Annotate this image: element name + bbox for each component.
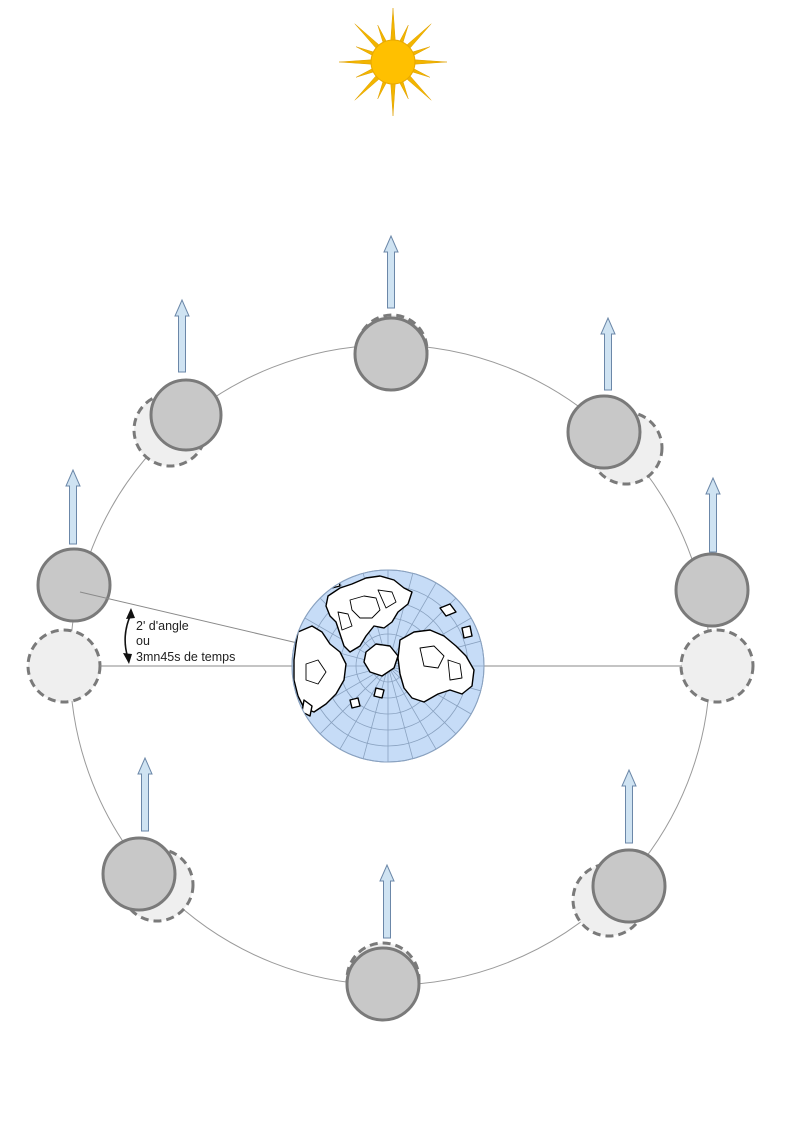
sun-icon [338,7,448,117]
pole-arrows [65,234,721,939]
arrow-up-icon [705,476,721,553]
planet [345,946,421,1022]
planet [149,378,223,452]
double-arrow-icon [123,608,135,664]
ghost-planet [679,628,755,704]
arrow-up-icon [65,468,81,545]
annotation-line-3: 3mn45s de temps [136,650,235,664]
planet [674,552,750,628]
arrow-up-icon [383,234,399,309]
earth-polar-projection-icon [291,569,485,763]
planet [36,547,112,623]
sun-ray [338,59,376,65]
planet [566,394,642,470]
arrow-up-icon [600,316,616,391]
arrow-up-icon [621,768,637,844]
sun-ray [390,79,396,117]
planet [101,836,177,912]
annotation-line-2: ou [136,634,150,648]
sun-ray [390,7,396,45]
arrow-up-icon [379,863,395,939]
arrow-up-icon [174,298,190,373]
ghost-planet [26,628,102,704]
sun-ray [410,59,448,65]
planet-positions [36,316,750,1022]
planet [353,316,429,392]
sun-core [370,39,416,85]
arrow-up-icon [137,756,153,832]
annotation-line-1: 2' d'angle [136,619,189,633]
planet [591,848,667,924]
